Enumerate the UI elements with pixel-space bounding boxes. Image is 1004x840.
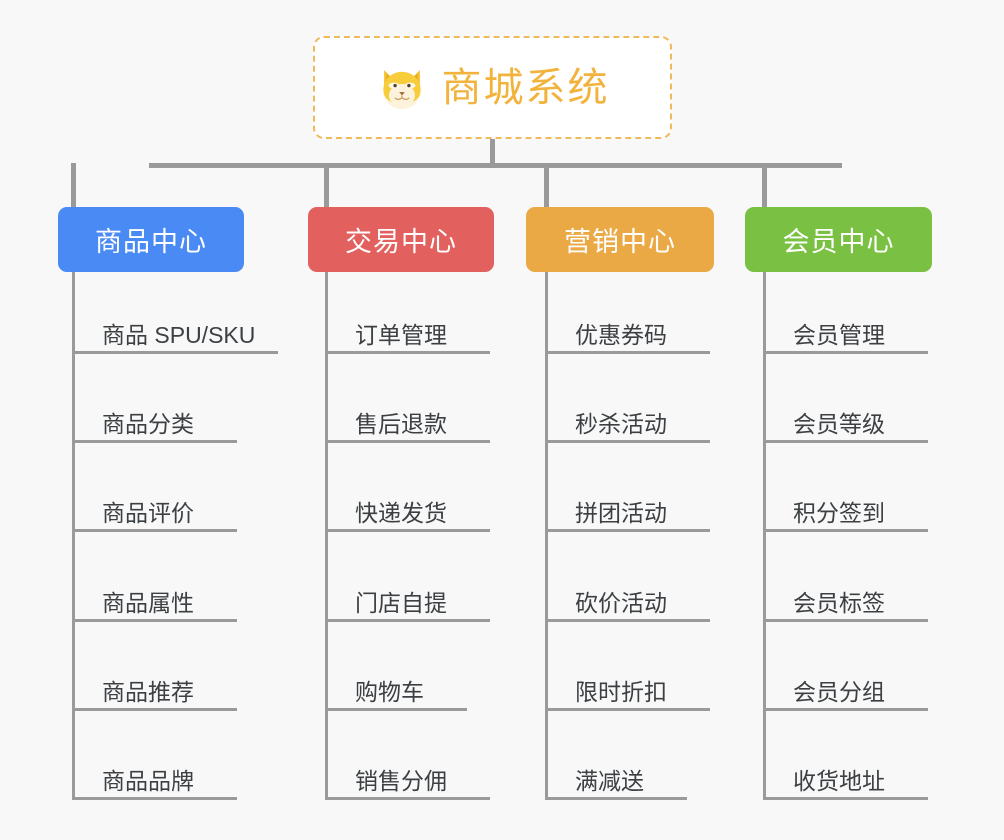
leaf-underline <box>545 529 710 533</box>
leaf-label: 门店自提 <box>355 589 447 616</box>
leaf-label: 砍价活动 <box>575 589 667 616</box>
leaf-underline <box>72 440 237 444</box>
leaf-spine <box>325 272 328 800</box>
category-box-1[interactable]: 商品中心 <box>58 207 244 272</box>
leaf-label: 商品评价 <box>102 500 194 527</box>
leaf-label: 满减送 <box>575 768 644 794</box>
leaf-underline <box>763 440 928 444</box>
category-label: 会员中心 <box>782 227 895 257</box>
leaf-underline <box>545 797 687 800</box>
connector-root-stem <box>490 139 495 167</box>
leaf-spine <box>763 272 766 800</box>
root-node[interactable]: 商城系统 <box>313 36 672 139</box>
leaf-label: 会员分组 <box>793 678 885 705</box>
leaf-underline <box>72 529 237 533</box>
leaf-label: 收货地址 <box>793 768 885 794</box>
leaf-underline <box>325 707 467 711</box>
leaf-underline <box>325 618 490 622</box>
connector-drop-3 <box>544 163 549 209</box>
category-box-2[interactable]: 交易中心 <box>308 207 494 272</box>
category-label: 营销中心 <box>564 227 676 257</box>
leaf-label: 订单管理 <box>355 322 447 348</box>
leaf-underline <box>325 529 490 533</box>
leaf-underline <box>72 618 237 622</box>
leaf-label: 优惠券码 <box>575 322 667 348</box>
leaf-underline <box>545 351 710 354</box>
leaf-underline <box>763 529 928 533</box>
leaf-spine <box>72 272 75 800</box>
leaf-label: 商品属性 <box>102 589 194 616</box>
connector-drop-2 <box>324 163 329 209</box>
leaf-label: 秒杀活动 <box>575 411 667 438</box>
leaf-label: 售后退款 <box>355 411 447 438</box>
leaf-underline <box>763 351 928 354</box>
leaf-label: 会员标签 <box>793 589 885 616</box>
leaf-underline <box>763 797 928 800</box>
shiba-dog-face-icon <box>382 69 421 109</box>
leaf-label: 积分签到 <box>793 500 885 527</box>
leaf-underline <box>763 618 928 622</box>
leaf-label: 购物车 <box>355 678 424 705</box>
connector-drop-1 <box>71 163 76 209</box>
leaf-underline <box>325 351 490 354</box>
leaf-underline <box>72 707 237 711</box>
leaf-label: 快递发货 <box>355 500 447 527</box>
category-label: 交易中心 <box>345 227 457 257</box>
leaf-underline <box>545 618 710 622</box>
connector-horizontal-bar <box>149 163 842 168</box>
leaf-spine <box>545 272 548 800</box>
category-box-4[interactable]: 会员中心 <box>745 207 932 272</box>
leaf-label: 商品分类 <box>102 411 194 438</box>
leaf-label: 商品推荐 <box>102 678 194 705</box>
leaf-label: 商品品牌 <box>102 768 194 794</box>
leaf-label: 会员等级 <box>793 411 885 438</box>
leaf-label: 会员管理 <box>793 322 885 348</box>
connector-drop-4 <box>762 163 767 209</box>
leaf-underline <box>72 351 278 354</box>
leaf-label: 拼团活动 <box>575 500 667 527</box>
root-title: 商城系统 <box>441 65 610 110</box>
leaf-label: 限时折扣 <box>575 678 667 705</box>
leaf-underline <box>545 440 710 444</box>
leaf-underline <box>72 797 237 800</box>
category-label: 商品中心 <box>95 227 207 257</box>
leaf-underline <box>763 707 928 711</box>
leaf-label: 商品 SPU/SKU <box>102 322 256 348</box>
leaf-underline <box>545 707 710 711</box>
category-box-3[interactable]: 营销中心 <box>526 207 714 272</box>
leaf-underline <box>325 797 490 800</box>
leaf-underline <box>325 440 490 444</box>
leaf-label: 销售分佣 <box>355 768 447 794</box>
